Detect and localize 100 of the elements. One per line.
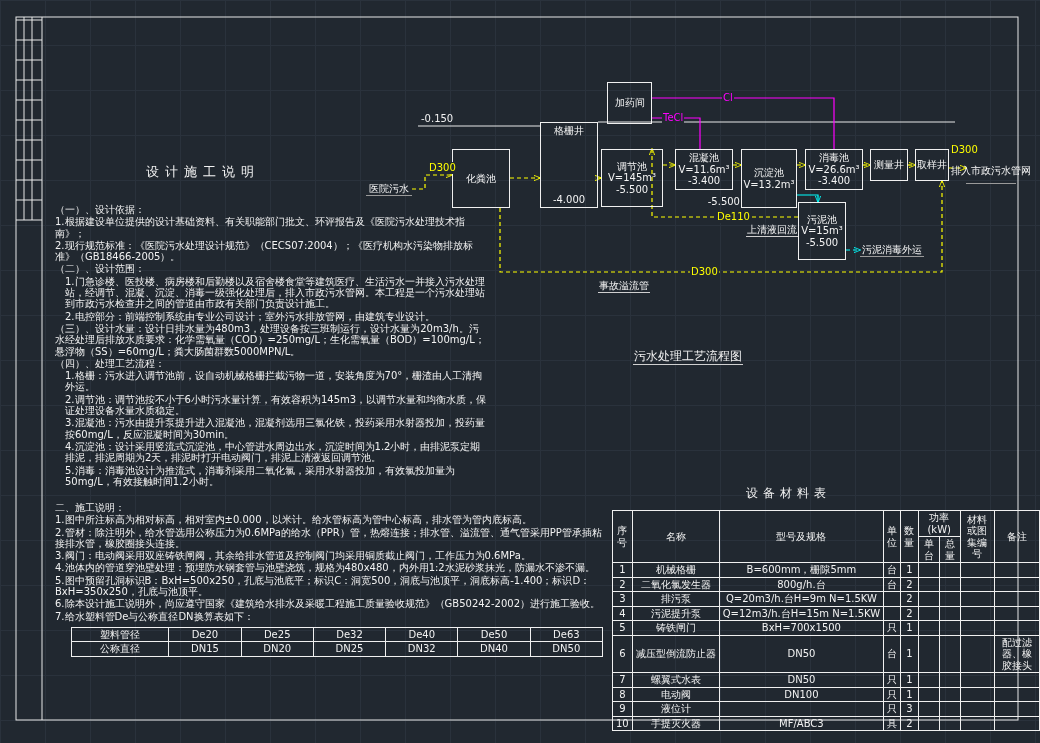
pipe-arrow (796, 194, 822, 204)
node-text: -3.400 (687, 175, 721, 187)
table-value: 1 (900, 672, 919, 687)
process-tank (915, 149, 949, 181)
table-value: DN32 (385, 641, 458, 657)
table-value: DN15 (168, 641, 242, 657)
process-tank (805, 149, 863, 190)
table-value: 5 (612, 620, 633, 635)
node-title: 测量井 (874, 159, 904, 171)
pipe-line (651, 97, 835, 150)
node-text: -5.500 (805, 236, 839, 249)
table-value: Q=12m3/h.台H=15m N=1.5KW (719, 606, 884, 621)
table-value: 2 (900, 606, 919, 621)
table-value: 1 (900, 562, 919, 577)
node-title: 取样井 (917, 159, 947, 171)
edge-label: D300 (690, 266, 719, 278)
table-value: 1 (900, 620, 919, 635)
table-header: 名称 (632, 510, 720, 563)
table-value: 8 (612, 687, 633, 702)
node-title: 混凝池 (689, 152, 719, 164)
note-text: （四）、处理工艺流程： (55, 357, 166, 370)
node-title: 加药间 (614, 97, 645, 109)
note-text: 1.格栅：污水进入调节池前，设自动机械格栅拦截污物一道，安装角度为70°，栅渣由人工清掏外运。 (64, 370, 484, 393)
table-header: 单台 (918, 536, 940, 563)
note-text: 5.消毒：消毒池设计为推流式，消毒剂采用二氧化氯，采用水射器投加，有效氯投加量为50mg/L，有效接触时间1.2小时。 (64, 464, 456, 488)
process-tank (870, 149, 908, 181)
pipe-note: 上清液回流 (746, 224, 798, 237)
edge-label: D300 (950, 144, 979, 156)
table-value: 4 (612, 606, 633, 621)
elevation-label: -5.500 (707, 195, 740, 207)
process-tank (540, 122, 598, 208)
node-title: 调节池 (617, 160, 647, 173)
node-title: 化粪池 (466, 172, 496, 185)
table-title: 设备材料表 (745, 487, 832, 501)
notes-title: 设计施工说明 (145, 165, 261, 180)
node-title: 排入市政污水管网 (951, 164, 1031, 177)
pipe-arrow (948, 164, 968, 172)
table-value: De20 (168, 627, 242, 642)
table-value: 塑料管径 (71, 627, 169, 642)
note-text: 3.混凝池：污水由提升泵提升进入混凝池，混凝剂选用三氯化铁，投药采用水射器投加，投药量按60mg/L，反应混凝时间为30min。 (64, 417, 486, 440)
note-text: 2.电控部分：前端控制系统由专业公司设计；室外污水排放管网，由建筑专业设计。 (64, 310, 436, 322)
table-value: 1 (900, 687, 919, 702)
table-value: 电动阀 (632, 687, 720, 702)
table-value: DN25 (313, 641, 386, 657)
table-value: 1 (900, 635, 919, 673)
note-text: 1.图中所注标高为相对标高，相对室内±0.000，以米计。给水管标高为管中心标高，排水管为管内底标高。 (55, 514, 533, 526)
table-header: 材料或图集编号 (960, 510, 995, 563)
node-text: V=26.6m³ (808, 163, 860, 175)
node-title: 污泥池 (807, 213, 837, 226)
table-value: 2 (900, 591, 919, 606)
table-value: 排污泵 (632, 591, 720, 606)
note-text: 4.池体内的管道穿池壁处理：预埋防水钢套管与池壁浇筑，规格为480x480，内外用1:2水泥砂浆抹光，防漏水不渗不漏。 (55, 562, 596, 574)
table-value: 800g/h.台 (719, 577, 884, 592)
table-value: BxH=700x1500 (719, 620, 884, 635)
table-value: De40 (385, 627, 458, 642)
table-value: 3 (612, 591, 633, 606)
table-value: 9 (612, 701, 633, 716)
node-text: V=11.6m³ (678, 163, 730, 175)
table-value: MF/ABC3 (719, 716, 884, 731)
table-header: 序号 (612, 510, 633, 563)
table-value: 2 (612, 577, 633, 592)
table-value: 配过滤器、橡胶接头 (994, 635, 1040, 673)
note-text: （一）、设计依据： (55, 204, 146, 216)
table-value: DN100 (719, 687, 884, 702)
table-value: DN50 (719, 672, 884, 687)
table-value: De32 (313, 627, 386, 642)
edge-label: Cl (722, 92, 734, 104)
table-header: 数量 (900, 510, 919, 563)
table-value: 台 (883, 562, 901, 577)
table-value: 只 (883, 701, 901, 716)
node-text: -3.400 (817, 175, 851, 187)
table-value: DN50 (719, 635, 884, 673)
node-title: 消毒池 (819, 152, 849, 164)
table-value: 铸铁闸门 (632, 620, 720, 635)
note-text: （三）、设计水量：设计日排水量为480m3，处理设备按三班制运行，设计水量为20m3/h。污水经处理后排放水质要求：化学需氧量（COD）=250mg/L；生化需氧量（BOD）=100mg/L；悬浮物（SS）=60mg/L；粪大肠菌群数5000MPN/L。 (55, 322, 486, 357)
node-title: 医院污水 (369, 182, 409, 195)
table-value: DN50 (530, 641, 603, 657)
table-value: De63 (530, 627, 603, 642)
pipe-arrow (499, 179, 946, 273)
node-text: -5.500 (615, 183, 649, 196)
table-value: 公称直径 (71, 641, 169, 657)
process-tank (798, 202, 846, 260)
table-value: DN40 (457, 641, 531, 657)
table-value: 2 (900, 716, 919, 731)
pipe-arrow (662, 161, 677, 169)
table-header: 功率(kW) (918, 510, 961, 537)
table-value: 只 (883, 687, 901, 702)
note-text: 2.调节池：调节池按不小于6小时污水量计算，有效容积为145m3，以调节水量和均衡水质，保证处理设备水量水质稳定。 (64, 393, 487, 417)
table-value: 2 (900, 577, 919, 592)
table-value: 液位计 (632, 701, 720, 716)
note-text: 6.除本设计施工说明外，尚应遵守国家《建筑给水排水及采暖工程施工质量验收规范》（GB50242-2002）进行施工验收。 (55, 598, 602, 610)
node-title: 污泥消毒外运 (862, 243, 922, 256)
note-text: 3.阀门：电动阀采用双座铸铁闸阀，其余给排水管道及控制阀门均采用铜质截止阀门，工作压力为0.6MPa。 (55, 550, 532, 562)
table-value: 具 (883, 716, 901, 731)
table-header: 备注 (994, 510, 1040, 563)
table-value: De25 (241, 627, 314, 642)
process-tank (675, 149, 733, 190)
table-value: 1 (612, 562, 633, 577)
edge-label: De110 (716, 211, 751, 223)
node-text: V=15m³ (801, 225, 843, 237)
